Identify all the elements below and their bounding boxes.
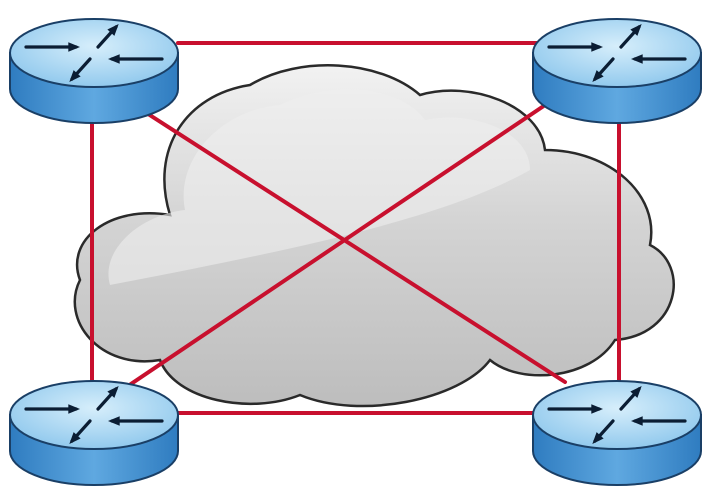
link-router-top-right-to-router-bottom-left bbox=[123, 93, 562, 390]
routers bbox=[9, 18, 702, 486]
router-icon bbox=[9, 18, 179, 124]
router-icon bbox=[532, 380, 702, 486]
router-icon bbox=[9, 380, 179, 486]
mesh-links bbox=[90, 41, 621, 415]
router-icon bbox=[532, 18, 702, 124]
link-router-top-left-to-router-bottom-right bbox=[143, 110, 567, 384]
